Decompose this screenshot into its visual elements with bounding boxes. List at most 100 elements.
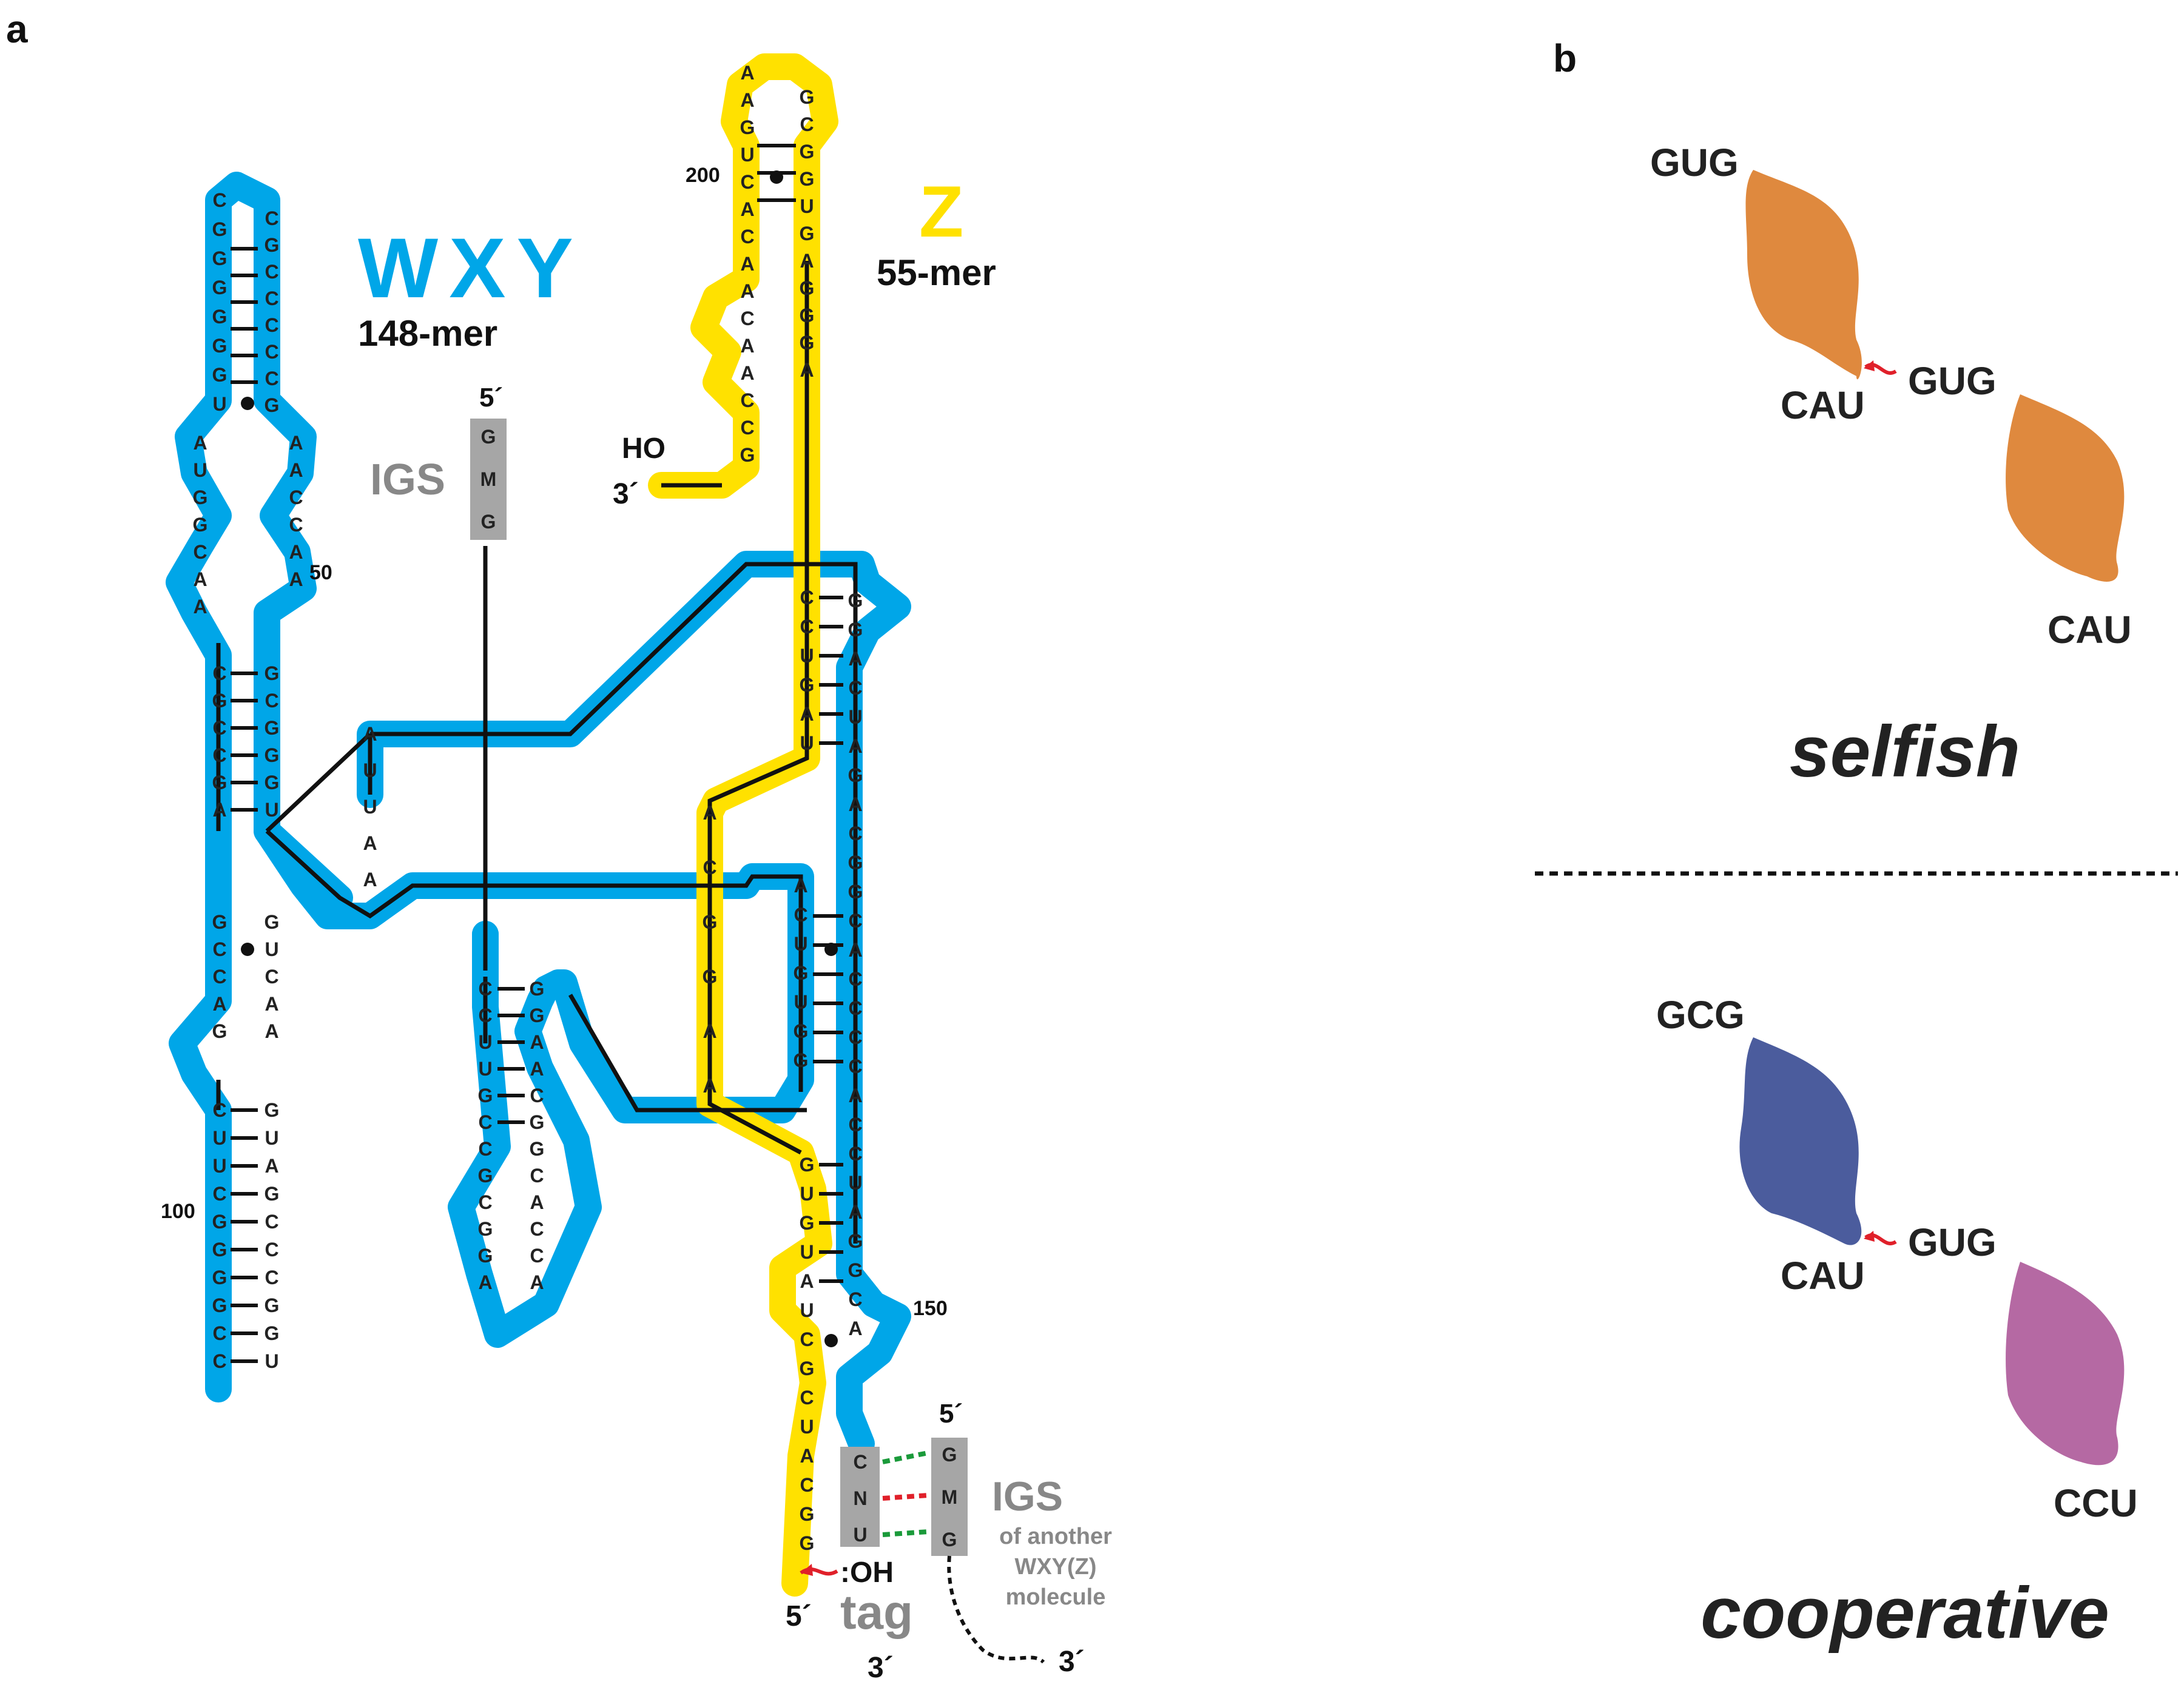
hp2-r-nt: C [530,1218,544,1240]
z-cgg-nt: A [703,1075,716,1097]
wxy-connect-nt: U [363,796,377,818]
hp2-l-nt: C [478,1138,492,1160]
wxy-inner-nt: A [794,875,807,897]
wxy-loop1-r-nt: A [289,541,303,563]
z-hairpin-l-nt: G [740,444,755,466]
hp2-r-nt: C [530,1085,544,1106]
pos-50: 50 [309,561,332,584]
igs-nt-1: G [481,426,496,448]
z-bottom-nt: C [800,1474,814,1496]
wxy-stem3-r-nt: C [265,1239,278,1261]
cleavage-arrowhead [801,1564,813,1576]
wxy-connect-nt: A [363,723,377,745]
z-bottom-nt: A [800,1270,814,1292]
z-hairpin-r-nt: G [800,141,815,163]
wxy-left-stem-nt: C [212,189,226,211]
hp2-l-nt: C [478,1191,492,1213]
z-hairpin-r-nt: U [800,195,814,217]
wxy-stem3-r-nt: U [265,1127,278,1149]
selfish-mol2 [2006,394,2125,582]
pos-150: 150 [913,1297,948,1320]
z-bottom-nt: G [800,1532,815,1554]
wxy-left-stem-nt: G [212,218,228,240]
wxy-left-stem-nt: U [212,393,226,415]
z-hairpin-l-nt: A [740,253,754,275]
hp2-l-nt: C [478,1111,492,1133]
selfish-mol1-top: GUG [1650,141,1739,184]
z-hairpin-r-nt: A [800,250,814,272]
other-igs-sub-1: of another [999,1524,1112,1549]
wxy-stem3-l-nt: G [212,1211,228,1233]
z-hairpin-r-nt: G [800,168,815,190]
other-igs-nt-3: G [942,1529,957,1550]
wxy-right-nt: G [848,1230,863,1252]
wxy-left-stem-r-nt: C [265,261,278,283]
wxy-stem2-l-nt: G [212,690,228,712]
z-hairpin-l-nt: C [740,226,754,247]
hp2-l-nt: G [478,1245,493,1267]
wxy-connect-nt: U [363,759,377,781]
tag-box [840,1447,880,1547]
z-mid-nt: C [800,587,814,608]
coop-mol1-top: GCG [1656,993,1745,1037]
coop-mol2-bottom: CCU [2054,1481,2138,1525]
tag-nt-2: N [853,1487,867,1509]
wxy-right-nt: A [848,735,862,757]
selfish-title: selfish [1790,711,2020,792]
cooperative-mol2 [2006,1262,2125,1466]
panel-b-label: b [1553,36,1577,80]
wxy-left-stem-nt: G [212,277,228,298]
wxy-right-nt: G [848,1259,863,1281]
wxy-stem2-r-nt: G [265,772,280,793]
wxy-stem3-l-nt: U [212,1127,226,1149]
hp2-l-nt: A [478,1271,492,1293]
wxy-stem3-r-nt: G [265,1294,280,1316]
wxy-mid-l-nt: A [212,993,226,1015]
other-igs-3prime: 3´ [1059,1646,1085,1678]
other-igs-nt-1: G [942,1444,957,1466]
z-hairpin-l-nt: G [740,116,755,138]
z-bottom-nt: U [800,1299,814,1321]
wxy-stem3-l-nt: G [212,1239,228,1261]
wxy-left-stem-r-nt: C [265,314,278,336]
z-hairpin-l-nt: A [740,198,754,220]
igs-nt-2: M [480,468,497,490]
selfish-mol1-bottom: CAU [1781,383,1865,427]
z-hairpin-l-nt: A [740,62,754,84]
wxy-mid-r-nt: A [265,993,278,1015]
wxy-stem2-r-nt: G [265,662,280,684]
wxy-right-nt: C [848,677,862,699]
pos-100: 100 [161,1200,195,1223]
z-hairpin-l-nt: C [740,171,754,193]
cooperative-title: cooperative [1700,1572,2109,1654]
panel-a-label: a [6,7,28,51]
other-igs-nt-2: M [942,1486,958,1508]
wxy-loop1-l-nt: G [193,486,208,508]
hp2-r-nt: A [530,1058,544,1080]
z-backbone [648,53,838,1597]
wxy-stem2-r-nt: C [265,690,278,712]
z-mid-nt: U [800,732,814,754]
wxy-loop1-r-nt: A [289,459,303,481]
other-igs-box [931,1438,968,1556]
wxy-right-nt: C [848,910,862,932]
wxy-inner-nt: G [794,1049,809,1071]
igs-5prime: 5´ [479,383,503,412]
wxy-left-stem-r-nt: C [265,368,278,389]
wxy-stem3-r-nt: G [265,1099,280,1121]
wxy-left-stem-r-nt: G [265,234,280,256]
hp2-r-nt: A [530,1191,544,1213]
z-bottom-nt: U [800,1183,814,1205]
other-igs-sub-2: WXY(Z) [1014,1554,1096,1580]
wxy-right-nt: G [848,881,863,903]
igs-label: IGS [370,456,445,504]
coop-arrowhead [1864,1231,1875,1242]
igs-nt-3: G [481,511,496,533]
wxy-connect-nt: A [363,832,377,854]
wxy-stem3-r-nt: C [265,1211,278,1233]
wxy-right-nt: A [848,1318,862,1339]
tag-nt-3: U [853,1524,867,1546]
wxy-inner-nt: G [794,962,809,984]
wxy-mid-r-nt: G [265,911,280,933]
